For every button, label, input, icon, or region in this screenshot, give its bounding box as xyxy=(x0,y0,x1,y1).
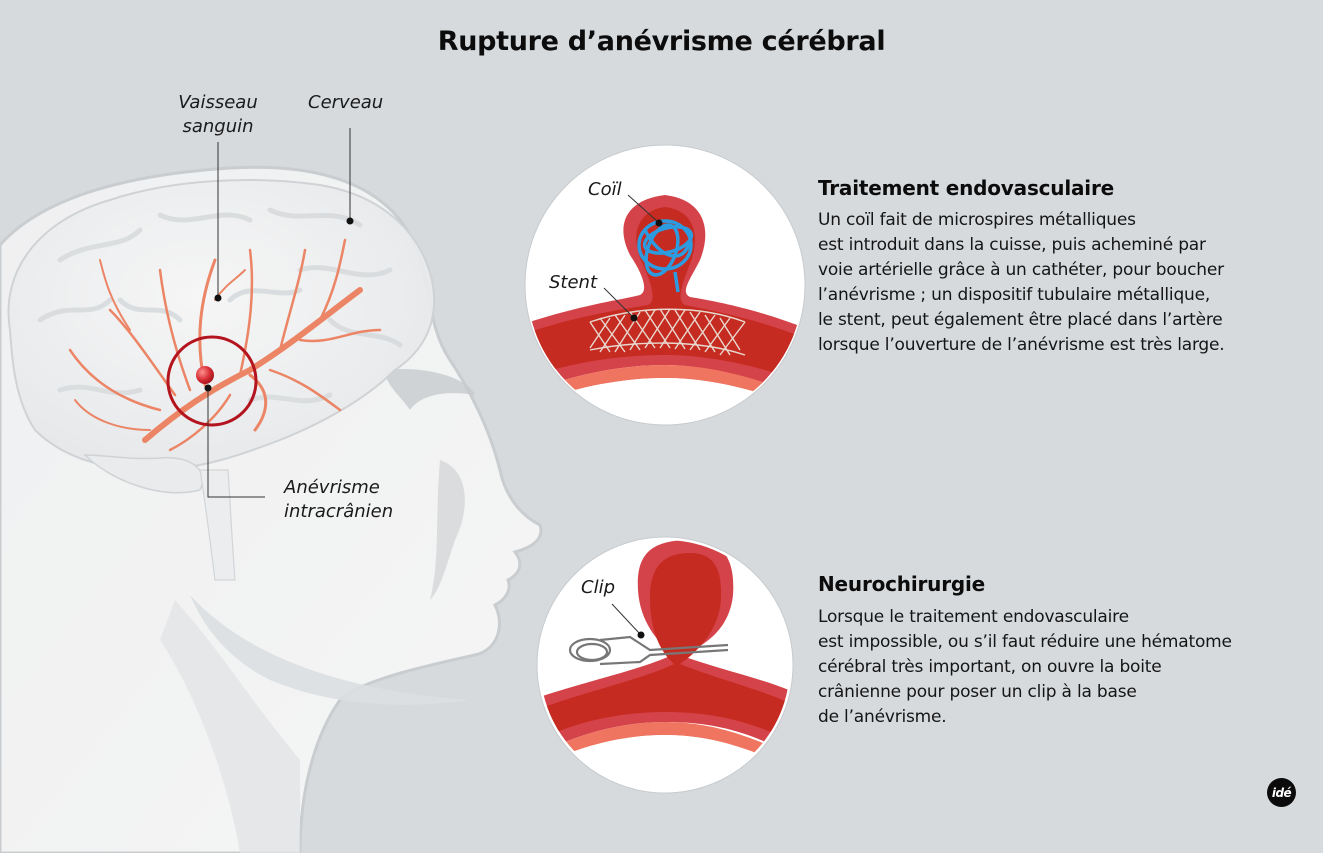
aneurysm-ball xyxy=(196,366,214,384)
vessel-pointer-dot xyxy=(214,294,222,302)
endovascular-line: l’anévrisme ; un dispositif tubulaire mé… xyxy=(818,285,1211,305)
vessel-label-line2: sanguin xyxy=(182,116,254,137)
coil-label: Coïl xyxy=(588,179,622,200)
endovascular-line: Un coïl fait de microspires métalliques xyxy=(818,210,1136,230)
clip-icon xyxy=(568,635,729,666)
vessel-label: Vaisseau sanguin xyxy=(168,91,268,139)
publisher-logo: idé xyxy=(1267,778,1296,807)
cheek-shadow xyxy=(430,460,465,600)
endovascular-line: voie artérielle grâce à un cathéter, pou… xyxy=(818,260,1224,280)
neurosurgery-line: est impossible, ou s’il faut réduire une… xyxy=(818,632,1232,652)
stent-mesh xyxy=(589,308,746,356)
endovascular-line: lorsque l’ouverture de l’anévrisme est t… xyxy=(818,335,1225,355)
stent-label: Stent xyxy=(549,272,598,293)
endovascular-description: Un coïl fait de microspires métalliques … xyxy=(818,208,1225,358)
aneurysm-pointer-dot xyxy=(204,384,212,392)
aneurysm-label: Anévrisme intracrânien xyxy=(284,476,393,524)
endovascular-diagram xyxy=(524,144,806,426)
neurosurgery-line: crânienne pour poser un clip à la base xyxy=(818,682,1137,702)
neurosurgery-line: Lorsque le traitement endovasculaire xyxy=(818,607,1129,627)
aneurysm-highlight-circle xyxy=(166,335,258,427)
endovascular-title: Traitement endovasculaire xyxy=(818,176,1114,200)
brain-pointer-dot xyxy=(346,217,354,225)
blood-vessels xyxy=(68,238,382,452)
vessel-label-line1: Vaisseau xyxy=(178,92,258,113)
aneurysm-label-line1: Anévrisme xyxy=(284,477,380,498)
neurosurgery-description: Lorsque le traitement endovasculaire est… xyxy=(818,605,1232,730)
nose-shadow xyxy=(385,369,475,410)
clip-label: Clip xyxy=(581,577,615,598)
aneurysm-label-line2: intracrânien xyxy=(284,501,394,522)
endovascular-line: est introduit dans la cuisse, puis achem… xyxy=(818,235,1206,255)
page-title: Rupture d’anévrisme cérébral xyxy=(437,26,886,57)
leader-lines xyxy=(207,128,351,498)
neurosurgery-line: cérébral très important, on ouvre la boi… xyxy=(818,657,1162,677)
coil-icon xyxy=(637,219,694,293)
artery-lumen xyxy=(527,207,803,385)
neurosurgery-title: Neurochirurgie xyxy=(818,572,985,596)
jaw-shadow xyxy=(190,595,470,705)
neurosurgery-line: de l’anévrisme. xyxy=(818,707,947,727)
neurosurgery-diagram xyxy=(536,536,794,794)
brain-folds xyxy=(37,207,403,404)
neck-shadow xyxy=(160,600,300,853)
brain-label: Cerveau xyxy=(308,92,384,113)
endovascular-line: le stent, peut également être placé dans… xyxy=(818,310,1223,330)
